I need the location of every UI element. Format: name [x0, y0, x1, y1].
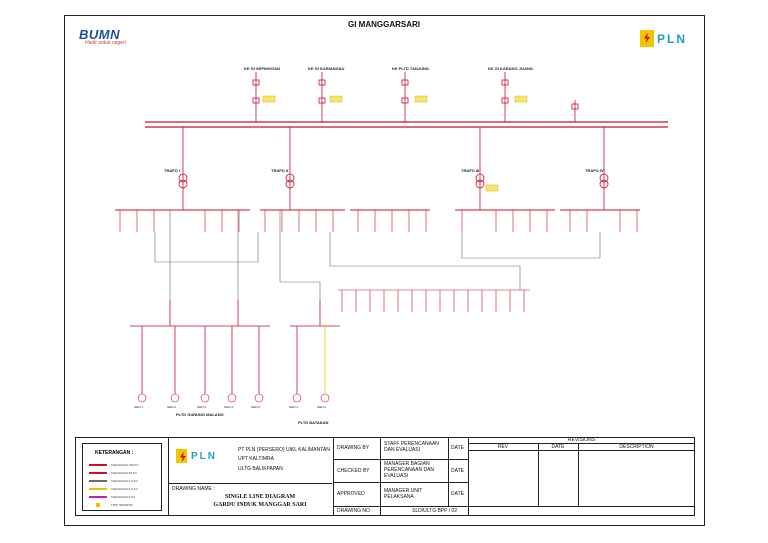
- date-label-3: DATE: [451, 491, 464, 497]
- drawing-sheet: [64, 15, 705, 526]
- legend-item: TEGANGAN 6 KV: [89, 494, 135, 500]
- drawing-no-label: DRAWING NO :: [337, 508, 373, 514]
- legend-item: TITIK SINKRON: [89, 502, 133, 508]
- date-label-1: DATE: [451, 445, 464, 451]
- divider: [538, 443, 539, 506]
- feeder-label-3: KE PLTD TANJUNG: [392, 66, 429, 71]
- legend-item: TEGANGAN 150 KV: [89, 462, 139, 468]
- drawing-name-2: GARDU INDUK MANGGAR SARI: [213, 502, 307, 508]
- divider: [168, 483, 332, 484]
- gen-label-right-1: GEN 1: [289, 405, 298, 409]
- legend-item-label: TEGANGAN 150 KV: [111, 463, 139, 467]
- divider: [468, 443, 695, 444]
- divider: [168, 437, 169, 516]
- approved-label: APPROVED: [337, 491, 365, 497]
- busbar-150kv: [145, 121, 668, 128]
- bumn-tagline: Hadir untuk negeri: [85, 40, 126, 46]
- trafo-label-4: TRAFO IV: [585, 168, 604, 173]
- trafo-label-2: TRAFO II: [271, 168, 288, 173]
- divider: [380, 437, 381, 516]
- checked-by-value: MANAGER BAGIAN PERENCANAAN DAN EVALUASI: [384, 461, 435, 479]
- gen-label-left-4: GEN 4: [224, 405, 233, 409]
- company-line-3: ULTG BALIKPAPAN: [238, 466, 283, 472]
- legend-item: TEGANGAN 6,3 KV: [89, 486, 138, 492]
- feeder-label-2: KE GI KARIANGAU: [308, 66, 345, 71]
- legend-item-label: TEGANGAN 6,3 KV: [111, 487, 138, 491]
- generator-bus-left: [130, 300, 270, 396]
- diagram-title: GI MANGGARSARI: [348, 20, 420, 29]
- checked-by-label: CHECKED BY: [337, 468, 370, 474]
- approved-value: MANAGER UNIT PELAKSANA: [384, 488, 423, 500]
- legend-swatch: [89, 496, 107, 498]
- feeder-group-lower-right: [338, 289, 530, 312]
- outgoing-feeders-20kv: [119, 210, 638, 232]
- date-column-header: DATE: [551, 444, 565, 450]
- pln-logo: PLN: [640, 30, 687, 47]
- gen-label-left-1: GEN 1: [134, 405, 143, 409]
- legend-swatch: [89, 472, 107, 474]
- drawing-by-label: DRAWING BY: [337, 445, 370, 451]
- pln-logo-text: PLN: [657, 31, 687, 46]
- legend-item-label: TEGANGAN 20 KV: [111, 471, 137, 475]
- gen-label-right-2: GEN 2: [317, 405, 326, 409]
- feeder-label-4: KE GI KARANG JOANG: [488, 66, 533, 71]
- drawing-name-label: DRAWING NAME :: [172, 486, 215, 492]
- legend-swatch: [89, 488, 107, 490]
- trafo-label-3: TRAFO III: [461, 168, 479, 173]
- description-column-header: DESCRIPTION: [619, 444, 654, 450]
- legend: KETERANGAN : TEGANGAN 150 KV TEGANGAN 20…: [82, 443, 162, 511]
- pln-lightning-icon: [640, 30, 654, 47]
- company-line-2: UPT KALTIMRA: [238, 456, 274, 462]
- trafo-label-1: TRAFO I: [164, 168, 180, 173]
- legend-item-label: TITIK SINKRON: [111, 503, 133, 507]
- top-feeder-bays: [252, 72, 579, 122]
- sync-point-markers: [262, 95, 528, 192]
- drawing-by-value: STAFF PERENCANAAN DAN EVALUASI: [384, 441, 439, 453]
- rev-column-header: REV: [497, 444, 509, 450]
- drawing-no-value: SLD/ULTG BPP / 02: [412, 508, 458, 514]
- legend-title: KETERANGAN :: [95, 450, 134, 456]
- date-label-2: DATE: [451, 468, 464, 474]
- gen-label-left-3: GEN 3: [197, 405, 206, 409]
- legend-item: TEGANGAN 0,4 KV: [89, 478, 138, 484]
- legend-item-label: TEGANGAN 0,4 KV: [111, 479, 138, 483]
- divider: [333, 437, 334, 516]
- legend-swatch: [89, 480, 107, 482]
- pln-lightning-icon: [176, 449, 187, 463]
- generator-bus-right: [290, 300, 340, 396]
- title-block: [75, 437, 695, 516]
- company-line-1: PT PLN (PERSERO) UIKL KALIMANTAN: [238, 447, 330, 453]
- divider: [448, 437, 449, 507]
- legend-item: TEGANGAN 20 KV: [89, 470, 137, 476]
- gen-group-left-label: PLTD GUNUNG MALANG: [176, 412, 224, 417]
- divider: [578, 443, 579, 506]
- bumn-logo: BUMN Hadir untuk negeri: [79, 27, 126, 46]
- divider: [333, 459, 468, 460]
- legend-item-label: TEGANGAN 6 KV: [111, 495, 136, 499]
- divider: [468, 437, 469, 516]
- title-block-pln-logo: PLN: [176, 449, 217, 463]
- divider: [468, 450, 695, 451]
- revisions-header: REVISIONS: [567, 437, 596, 443]
- divider: [333, 482, 468, 483]
- legend-swatch: [96, 503, 100, 507]
- gen-label-left-5: GEN 5: [251, 405, 260, 409]
- gen-group-right-label: PLTD BATAKAN: [298, 420, 329, 425]
- divider: [333, 506, 695, 507]
- transformer-bays: [178, 127, 609, 210]
- bumn-logo-text: BUMN: [79, 27, 120, 42]
- legend-swatch: [89, 464, 107, 466]
- interconnect-cables: [154, 210, 601, 300]
- pln-logo-text: PLN: [191, 450, 217, 462]
- drawing-name-1: SINGLE LINE DIAGRAM: [224, 494, 296, 500]
- feeder-label-1: KE GI SEPINGGAN: [244, 66, 280, 71]
- generator-symbols: [137, 393, 330, 403]
- gen-label-left-2: GEN 2: [167, 405, 176, 409]
